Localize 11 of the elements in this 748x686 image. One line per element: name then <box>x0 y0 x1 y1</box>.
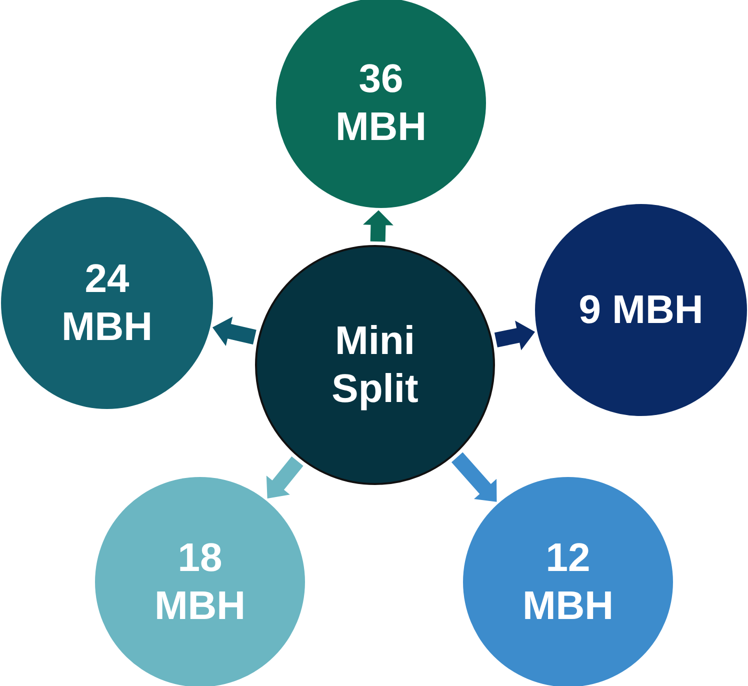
block-arrow <box>362 210 394 242</box>
node-label: 36 MBH <box>334 56 428 151</box>
block-arrow <box>451 452 497 502</box>
node-label: 12 MBH <box>521 535 615 630</box>
node-label: 9 MBH <box>578 287 704 334</box>
block-arrow <box>212 316 256 346</box>
node-label: 18 MBH <box>153 535 247 630</box>
block-arrow <box>266 456 304 499</box>
node-label: Mini Split <box>330 318 420 413</box>
block-arrow <box>494 320 535 350</box>
node-label: 24 MBH <box>60 256 154 351</box>
